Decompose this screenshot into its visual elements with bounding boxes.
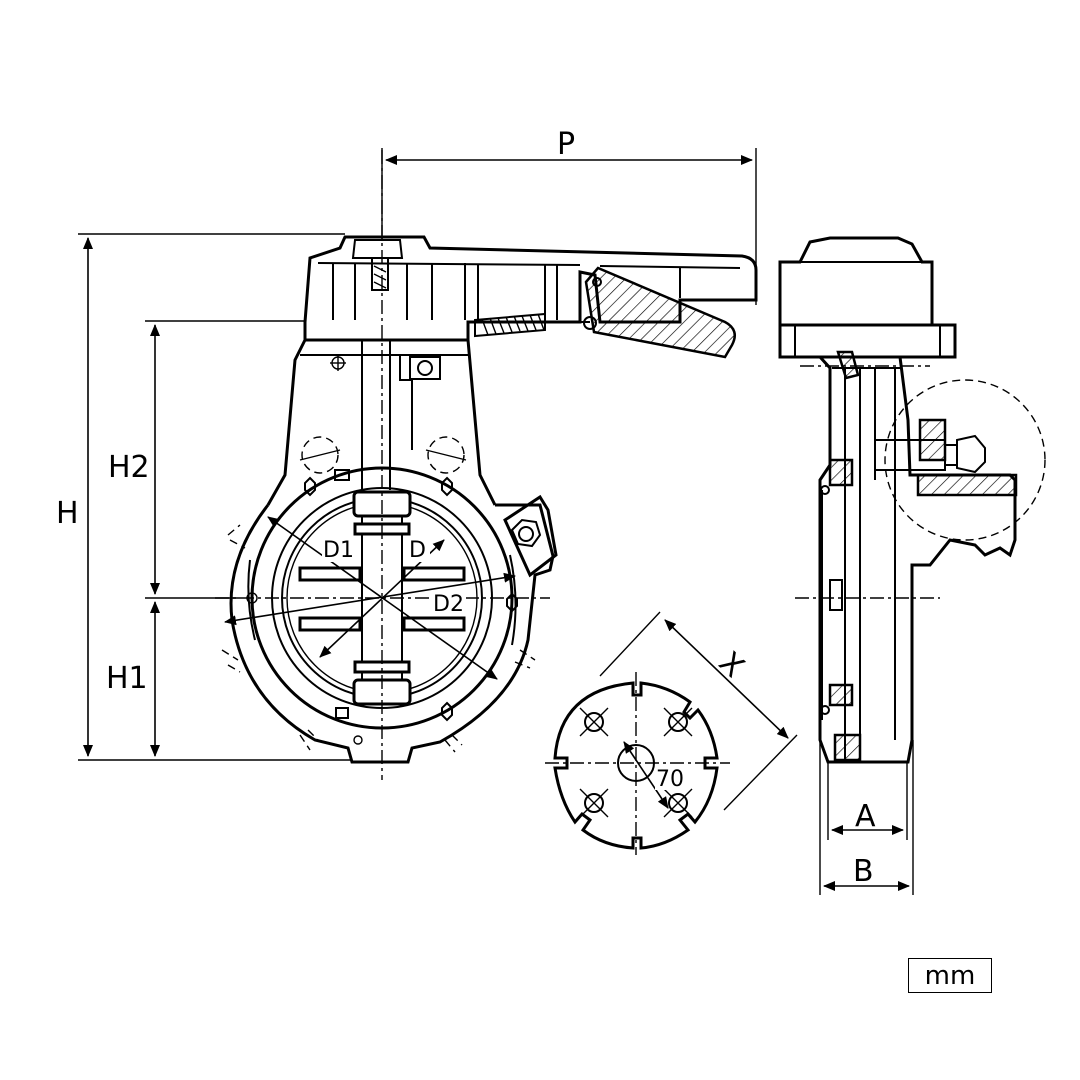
label-d1: D1 [323, 538, 354, 563]
overall-dimensions: P H H2 H1 [56, 127, 757, 761]
label-a: A [855, 799, 876, 834]
label-b: B [853, 854, 874, 889]
side-view: A B [778, 236, 1046, 895]
label-x: X [712, 645, 751, 685]
lever-handle [303, 235, 758, 359]
label-h2: H2 [108, 450, 150, 485]
bolt-holes [221, 469, 536, 753]
label-d: D [409, 538, 426, 563]
label-h1: H1 [106, 661, 148, 696]
flange-pattern-detail: 70 X [545, 611, 798, 855]
label-bore-70: 70 [656, 767, 684, 792]
label-d2: D2 [433, 592, 464, 617]
front-view: D1 D D2 [215, 150, 758, 780]
valve-body [266, 339, 497, 506]
unit-label: mm [908, 958, 992, 993]
label-p: P [557, 127, 575, 162]
label-h: H [56, 496, 79, 531]
